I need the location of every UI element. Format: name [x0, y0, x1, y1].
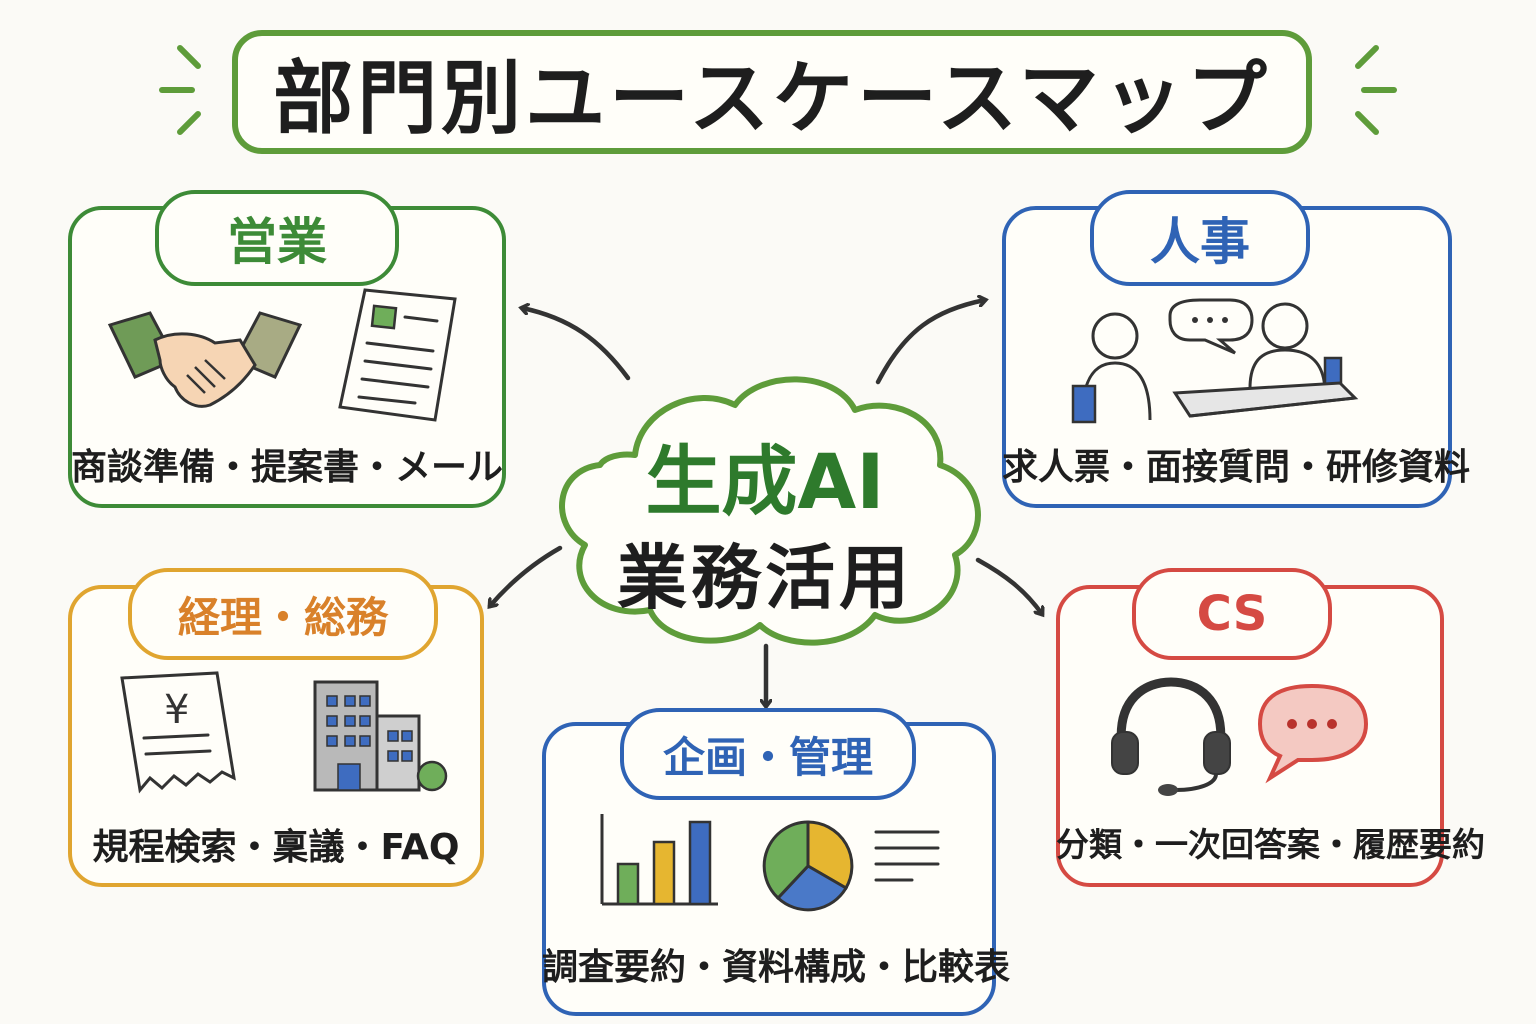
speech-bubble-icon [1168, 298, 1254, 355]
center-title-line2: 業務活用 [617, 537, 913, 619]
sales-tab: 営業 [155, 190, 399, 286]
hr-description: 求人票・面接質問・研修資料 [1002, 447, 1471, 488]
planning-label: 企画・管理 [662, 732, 873, 782]
planning-tab: 企画・管理 [620, 708, 916, 800]
document-icon [338, 288, 457, 422]
chat-bubble-icon [1257, 683, 1369, 784]
arrow-to-cs [975, 557, 1042, 614]
arrow-to-accounting [490, 545, 563, 606]
hr-label: 人事 [1150, 213, 1250, 271]
pie-chart-icon [762, 820, 854, 912]
sales-description: 商談準備・提案書・メール [70, 447, 503, 488]
hr-tab: 人事 [1090, 190, 1310, 286]
page-title: 部門別ユースケースマップ [273, 52, 1271, 145]
text-lines-icon [874, 830, 940, 882]
title-banner: 部門別ユースケースマップ [232, 30, 1312, 154]
arrow-to-hr [875, 300, 985, 385]
cs-label: CS [1196, 586, 1268, 642]
accounting-label: 経理・総務 [177, 592, 388, 642]
interview-desk-icon [1172, 381, 1359, 418]
headset-icon [1111, 677, 1231, 796]
center-cloud [559, 376, 981, 646]
accounting-tab: 経理・総務 [128, 568, 438, 660]
sparkle-right-icon [1355, 45, 1397, 135]
interview-scene-icon [1071, 298, 1359, 424]
yen-receipt-icon: ¥ [120, 671, 236, 794]
accounting-description: 規程検索・稟議・FAQ [92, 827, 460, 868]
sparkle-left-icon [159, 45, 201, 135]
bar-chart-icon [600, 814, 718, 906]
sales-label: 営業 [227, 213, 327, 271]
handshake-icon [107, 311, 303, 408]
center-title-line1: 生成AI [645, 437, 885, 526]
person-icon [1071, 312, 1152, 424]
interviewer-icon [1248, 302, 1343, 398]
cs-description: 分類・一次回答案・履歴要約 [1056, 825, 1485, 864]
cs-tab: CS [1132, 568, 1332, 660]
arrow-to-sales [522, 308, 631, 381]
planning-description: 調査要約・資料構成・比較表 [542, 947, 1011, 988]
office-building-icon [313, 680, 448, 792]
svg-text:¥: ¥ [164, 687, 189, 733]
